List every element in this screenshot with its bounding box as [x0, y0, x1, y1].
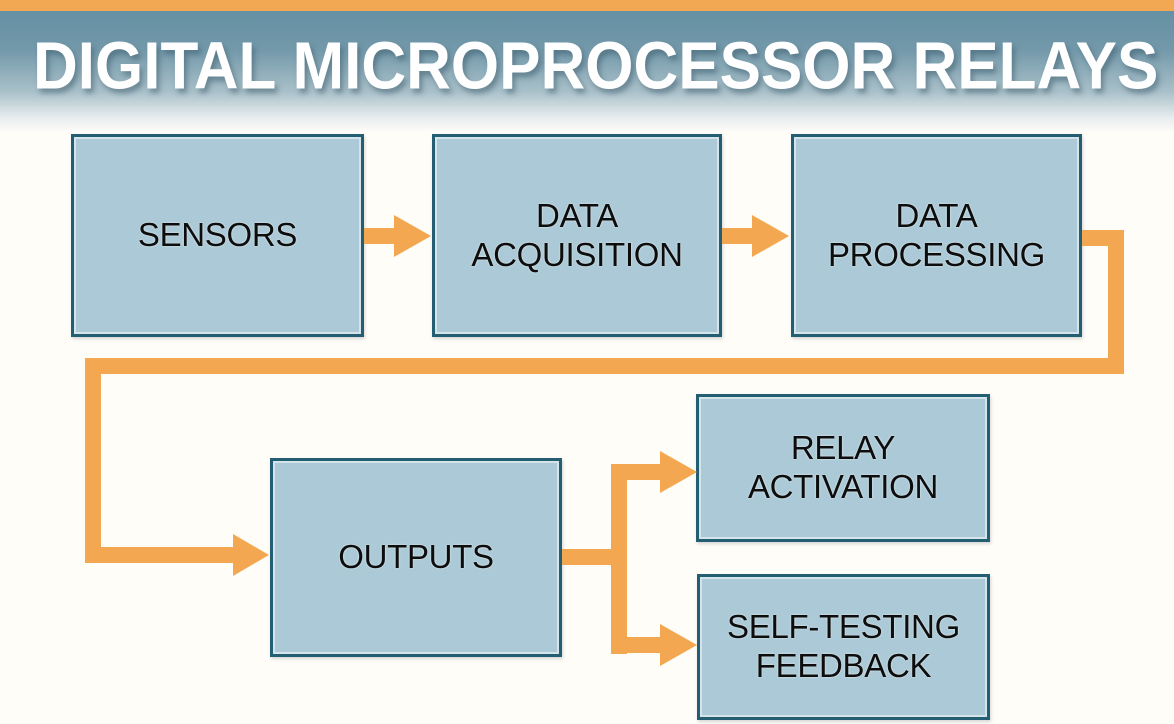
node-data-acquisition: DATA ACQUISITION [432, 134, 722, 337]
connector-left-vertical-segment [85, 358, 101, 563]
connector-branch-vertical-segment [611, 464, 627, 654]
page-title: DIGITAL MICROPROCESSOR RELAYS [33, 29, 1159, 104]
connector-to-relay-shaft [627, 464, 660, 480]
arrow-sensors-to-acquisition-head-icon [394, 215, 431, 257]
arrow-acquisition-to-processing-shaft [722, 228, 752, 244]
arrow-into-outputs-head-icon [233, 534, 269, 576]
node-outputs: OUTPUTS [270, 458, 562, 657]
top-accent-bar [0, 0, 1174, 11]
node-sensors: SENSORS [71, 134, 364, 337]
connector-right-vertical-segment [1108, 230, 1124, 374]
connector-to-selftest-shaft [627, 637, 660, 653]
node-relay-activation: RELAY ACTIVATION [696, 394, 990, 542]
connector-long-horizontal-segment [85, 358, 1124, 374]
arrow-sensors-to-acquisition-shaft [364, 228, 394, 244]
connector-into-outputs-shaft [85, 547, 234, 563]
connector-outputs-exit-segment [562, 549, 627, 565]
arrow-to-self-testing-head-icon [660, 624, 697, 666]
node-data-processing: DATA PROCESSING [791, 134, 1082, 337]
arrow-acquisition-to-processing-head-icon [752, 215, 789, 257]
arrow-to-relay-activation-head-icon [660, 451, 697, 493]
header-banner: DIGITAL MICROPROCESSOR RELAYS [0, 11, 1174, 133]
node-self-testing-feedback: SELF-TESTING FEEDBACK [697, 574, 990, 720]
